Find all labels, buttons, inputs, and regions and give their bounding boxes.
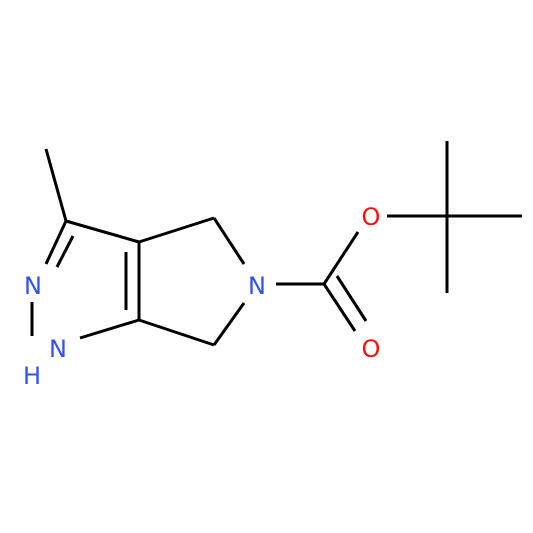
bond-carbonyl-c-o-ester — [322, 231, 360, 285]
bond-c3-n2-double-inner — [55, 235, 75, 268]
atom-n-pyrazole: N — [24, 272, 42, 300]
bond-c6-c6a — [138, 318, 215, 347]
atom-labels: N N H N O O — [23, 203, 380, 390]
bond-carbonyl-c-o-double-2 — [335, 275, 368, 322]
bond-n1-c6a — [79, 318, 140, 340]
bond-c3-n2-double-outer — [44, 220, 68, 265]
bonds — [30, 141, 522, 347]
bond-carbonyl-c-o-double-1 — [322, 283, 357, 332]
bond-c3a-c4 — [138, 216, 215, 244]
atom-n-h: N — [49, 335, 67, 363]
bond-c4-n5 — [212, 217, 246, 265]
atom-n-pyrroline: N — [248, 272, 266, 300]
atom-o-ester: O — [362, 203, 381, 231]
atom-o-carbonyl: O — [362, 335, 381, 363]
bond-c3-c3a — [65, 219, 140, 244]
atom-h: H — [23, 362, 41, 390]
bond-methyl — [44, 148, 68, 222]
bond-n5-c6 — [212, 302, 246, 346]
